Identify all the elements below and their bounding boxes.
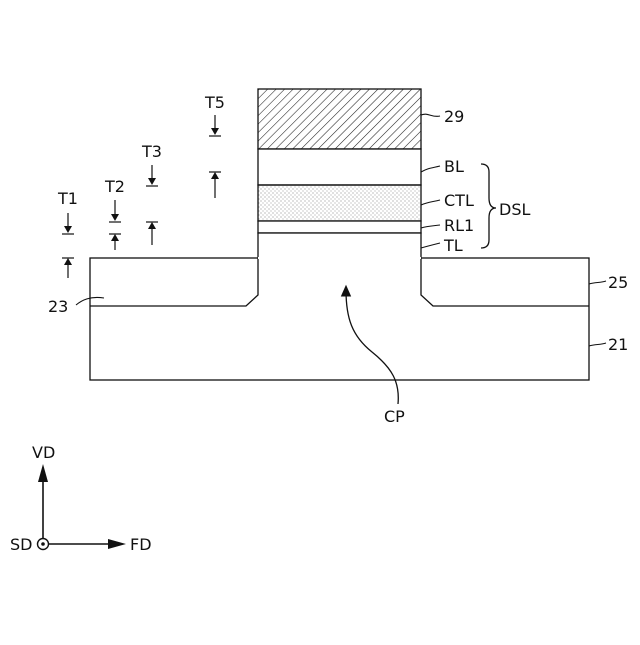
thickness-marker-t3: T3	[141, 142, 162, 245]
label-ctl: CTL	[444, 191, 474, 210]
leader-25	[589, 281, 606, 284]
leader-29	[421, 114, 440, 116]
label-rl1: RL1	[444, 216, 474, 235]
fd-arrow-icon	[108, 539, 126, 549]
substrate-21	[90, 258, 589, 380]
leader-bl	[421, 166, 440, 172]
layer-rl1	[258, 221, 421, 233]
label-bl: BL	[444, 157, 464, 176]
leader-21	[589, 343, 606, 346]
label-t2: T2	[104, 177, 125, 196]
thickness-marker-t1: T1	[57, 189, 78, 278]
leader-tl	[421, 243, 440, 248]
label-23: 23	[48, 297, 68, 316]
label-29: 29	[444, 107, 464, 126]
layer-tl	[258, 233, 421, 258]
label-sd: SD	[10, 535, 32, 554]
label-25: 25	[608, 273, 628, 292]
label-t1: T1	[57, 189, 78, 208]
label-t5: T5	[204, 93, 225, 112]
vd-arrow-icon	[38, 464, 48, 482]
dsl-brace	[481, 164, 496, 248]
label-t3: T3	[141, 142, 162, 161]
label-fd: FD	[130, 535, 152, 554]
thickness-marker-t5: T5	[204, 93, 225, 198]
cp-arrow	[346, 290, 398, 404]
thickness-marker-t2: T2	[104, 177, 125, 250]
label-tl: TL	[443, 236, 463, 255]
direction-axes: VD FD SD	[10, 443, 152, 554]
layer-ctl	[258, 185, 421, 221]
label-cp: CP	[384, 407, 405, 426]
label-21: 21	[608, 335, 628, 354]
layer-25-boundary	[90, 258, 589, 306]
layer-bl	[258, 149, 421, 185]
leader-ctl	[421, 200, 440, 205]
label-vd: VD	[32, 443, 55, 462]
gate-stack	[258, 89, 421, 258]
leader-rl1	[421, 225, 440, 228]
label-dsl: DSL	[499, 200, 530, 219]
layer-29-hatched	[258, 89, 421, 149]
